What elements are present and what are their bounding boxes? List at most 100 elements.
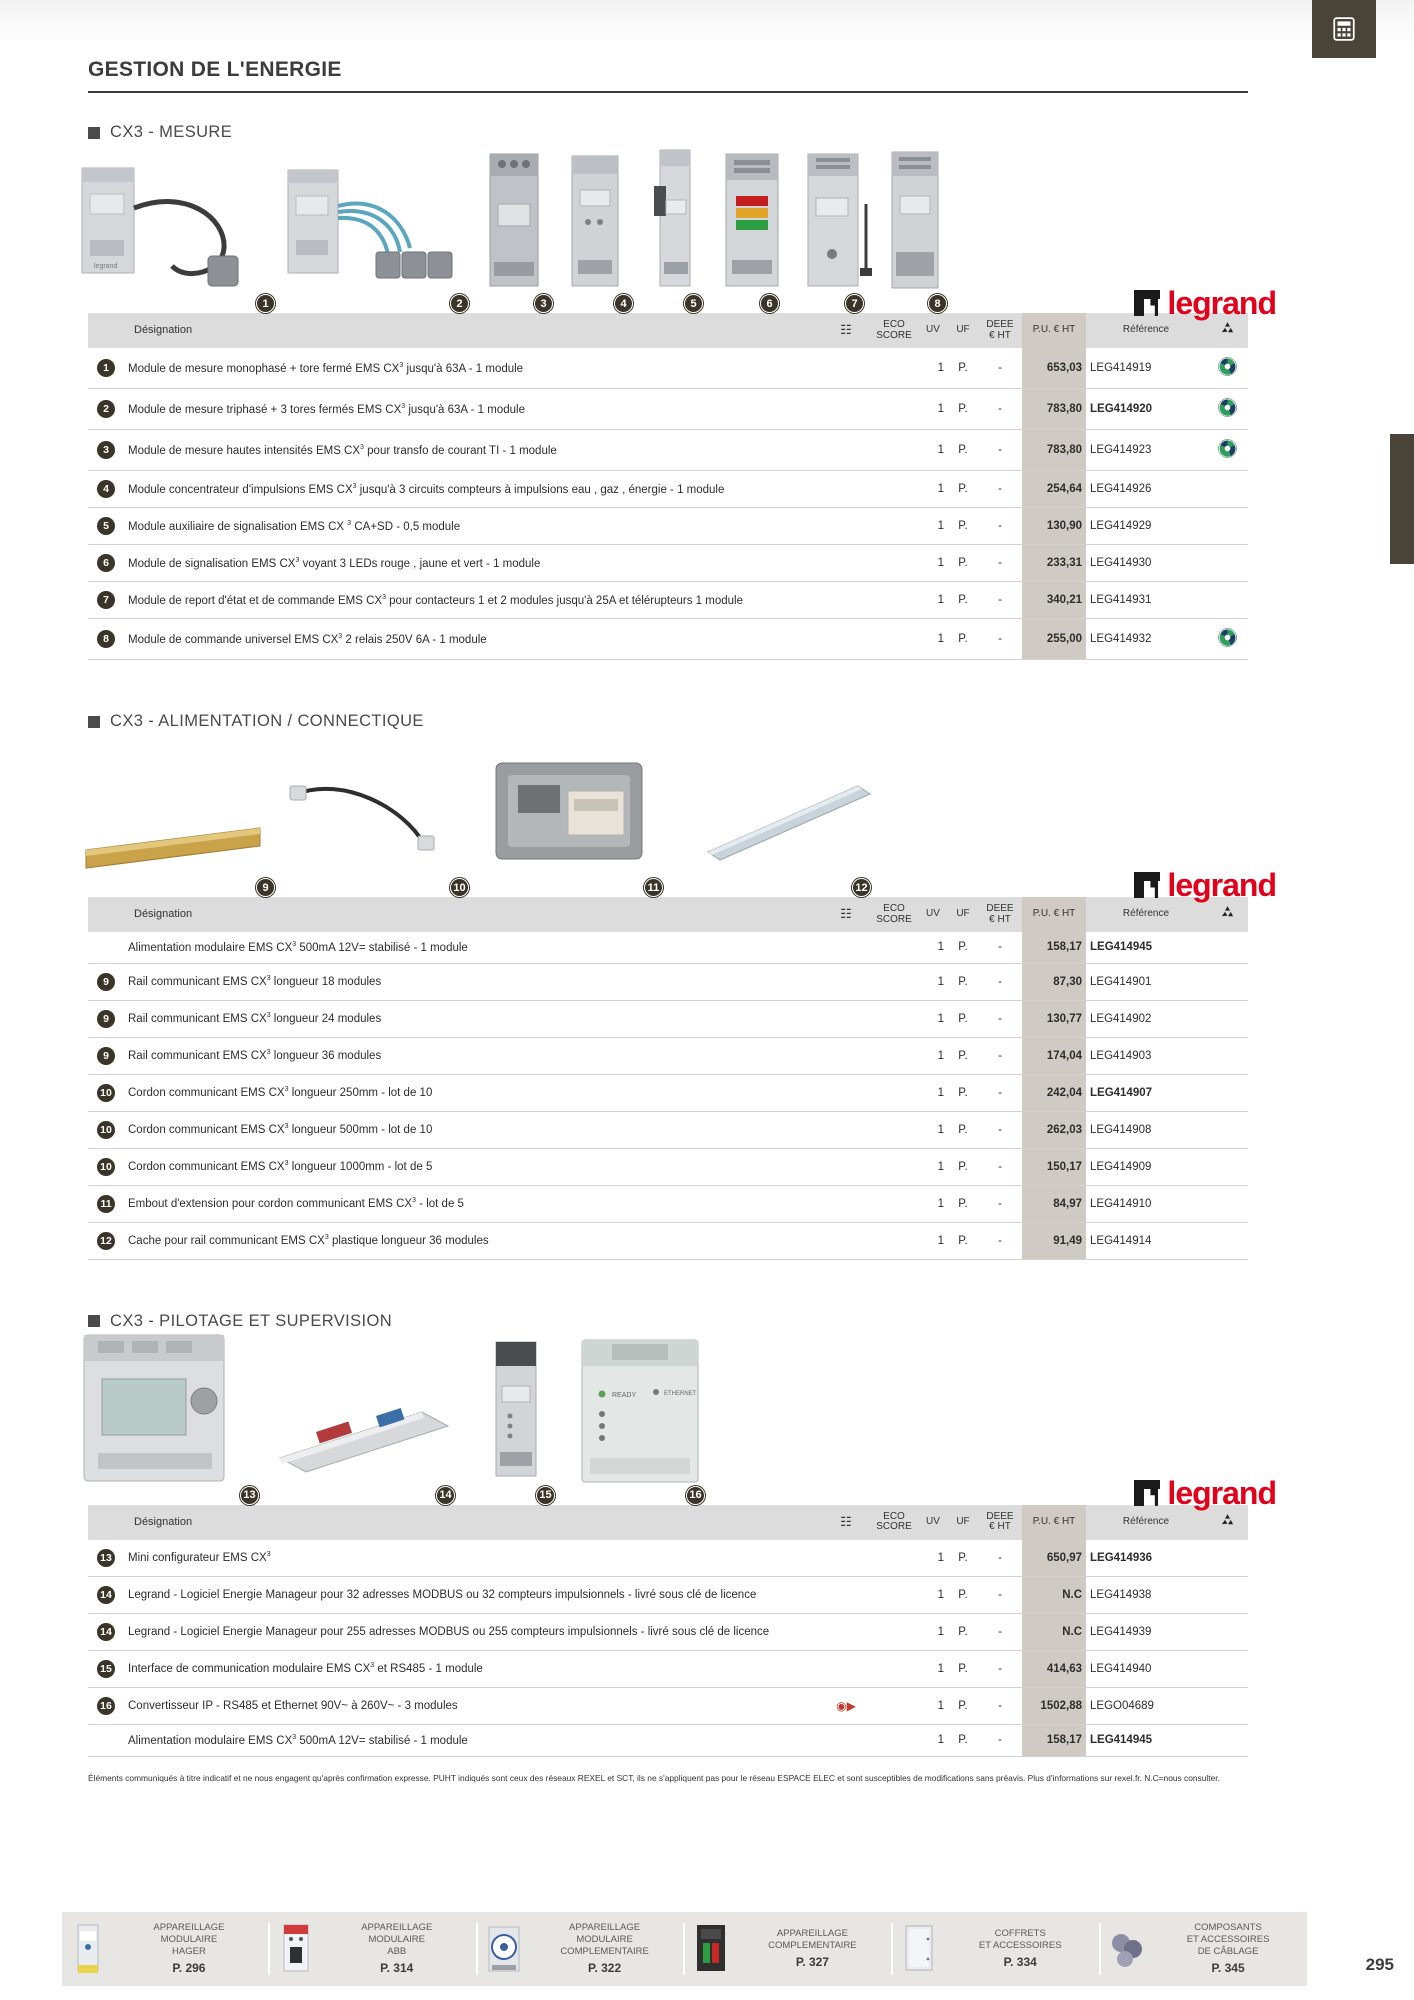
image-badge-3: 3 [534, 294, 553, 313]
row-reference[interactable]: LEG414930 [1086, 544, 1206, 582]
item-number-badge: 16 [97, 1696, 115, 1715]
row-designation: Module de mesure hautes intensités EMS C… [124, 429, 822, 471]
legrand-mark-icon [1134, 1479, 1161, 1506]
th-wifi: ☷ [822, 897, 870, 932]
row-reference[interactable]: LEG414938 [1086, 1576, 1206, 1614]
row-index: 1 [88, 348, 124, 389]
row-eco-score [870, 1111, 918, 1149]
row-recyclable-badge [1206, 1613, 1248, 1651]
row-index: 13 [88, 1539, 124, 1577]
product-photo-6 [706, 144, 798, 309]
row-index [88, 932, 124, 964]
row-reference[interactable]: LEG414945 [1086, 932, 1206, 964]
row-deee: - [978, 618, 1022, 660]
section-tab-button[interactable] [1312, 0, 1376, 58]
row-recyclable-badge [1206, 1222, 1248, 1260]
row-uf: P. [948, 1724, 978, 1757]
item-number-badge: 9 [97, 1009, 115, 1028]
item-number-badge: 8 [97, 630, 115, 648]
row-designation: Module concentrateur d'impulsions EMS CX… [124, 470, 822, 508]
image-badge-15: 15 [536, 1485, 555, 1505]
row-eco-score [870, 1222, 918, 1260]
image-badge-4: 4 [614, 294, 633, 313]
row-wifi-flag [822, 1539, 870, 1577]
row-index: 9 [88, 1037, 124, 1075]
row-uv: 1 [918, 1576, 948, 1614]
row-reference[interactable]: LEG414932 [1086, 618, 1206, 660]
table-row[interactable]: Alimentation modulaire EMS CX3 500mA 12V… [88, 1724, 1248, 1757]
row-reference[interactable]: LEGO04689 [1086, 1687, 1206, 1725]
row-reference[interactable]: LEG414931 [1086, 581, 1206, 619]
product-photo-8 [874, 144, 954, 309]
wifi-icon: ☷ [840, 906, 852, 922]
row-reference[interactable]: LEG414914 [1086, 1222, 1206, 1260]
row-eco-score [870, 1650, 918, 1688]
row-reference[interactable]: LEG414926 [1086, 470, 1206, 508]
row-price: N.C [1022, 1576, 1086, 1614]
table-row[interactable]: Alimentation modulaire EMS CX3 500mA 12V… [88, 932, 1248, 964]
item-number-badge: 10 [97, 1120, 115, 1139]
row-reference[interactable]: LEG414903 [1086, 1037, 1206, 1075]
side-tab-marker[interactable] [1390, 434, 1414, 564]
row-recyclable-badge [1206, 1148, 1248, 1186]
product-image-strip-pilotage: 13 14 15 [83, 1334, 1278, 1509]
row-uv: 1 [918, 1724, 948, 1757]
row-designation: Cordon communicant EMS CX3 longueur 250m… [124, 1074, 822, 1112]
row-reference[interactable]: LEG414919 [1086, 348, 1206, 389]
table-body: Alimentation modulaire EMS CX3 500mA 12V… [88, 932, 1248, 1260]
row-wifi-flag [822, 348, 870, 389]
bottom-nav-thumbnail [691, 1921, 731, 1977]
recycle-icon [1221, 322, 1233, 333]
row-reference[interactable]: LEG414909 [1086, 1148, 1206, 1186]
row-reference[interactable]: LEG414908 [1086, 1111, 1206, 1149]
row-reference[interactable]: LEG414940 [1086, 1650, 1206, 1688]
row-reference[interactable]: LEG414920 [1086, 388, 1206, 430]
promo-flag-icon: ◉▶ [836, 1698, 856, 1713]
row-index: 3 [88, 429, 124, 471]
row-reference[interactable]: LEG414902 [1086, 1000, 1206, 1038]
row-reference[interactable]: LEG414945 [1086, 1724, 1206, 1757]
row-reference[interactable]: LEG414939 [1086, 1613, 1206, 1651]
row-reference[interactable]: LEG414936 [1086, 1539, 1206, 1577]
row-uf: P. [948, 429, 978, 471]
row-reference[interactable]: LEG414923 [1086, 429, 1206, 471]
row-reference[interactable]: LEG414907 [1086, 1074, 1206, 1112]
row-reference[interactable]: LEG414901 [1086, 963, 1206, 1001]
row-deee: - [978, 388, 1022, 430]
row-index: 7 [88, 581, 124, 619]
row-reference[interactable]: LEG414929 [1086, 507, 1206, 545]
row-reference[interactable]: LEG414910 [1086, 1185, 1206, 1223]
row-uv: 1 [918, 507, 948, 545]
